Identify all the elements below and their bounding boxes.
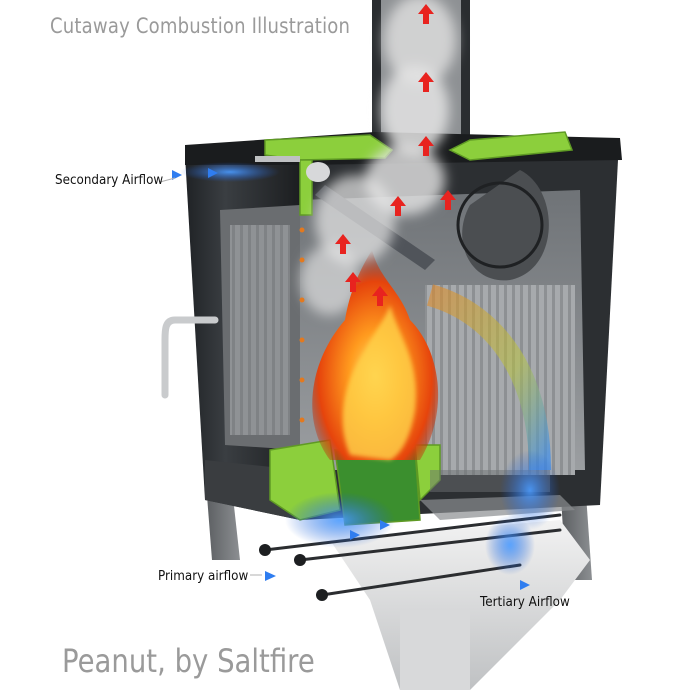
tertiary-airflow-label: Tertiary Airflow — [480, 595, 570, 610]
secondary-airflow-label: Secondary Airflow — [55, 173, 164, 188]
door-handle — [161, 316, 219, 399]
hot-air-arrows — [335, 4, 456, 306]
credit-text: Peanut, by Saltfire — [62, 642, 315, 680]
control-knobs — [259, 544, 328, 601]
smoke-plume — [300, 0, 456, 315]
label-leaders — [159, 177, 262, 576]
fire-flame — [312, 250, 439, 460]
tertiary-airflow-arc — [426, 284, 551, 471]
secondary-air-tube — [255, 156, 330, 182]
cool-air-arrows — [172, 168, 530, 590]
blue-airflow-glow — [180, 162, 560, 575]
diagram-title: Cutaway Combustion Illustration — [50, 14, 351, 38]
airflow-dots — [299, 227, 305, 423]
primary-airflow-label: Primary airflow — [158, 569, 249, 584]
